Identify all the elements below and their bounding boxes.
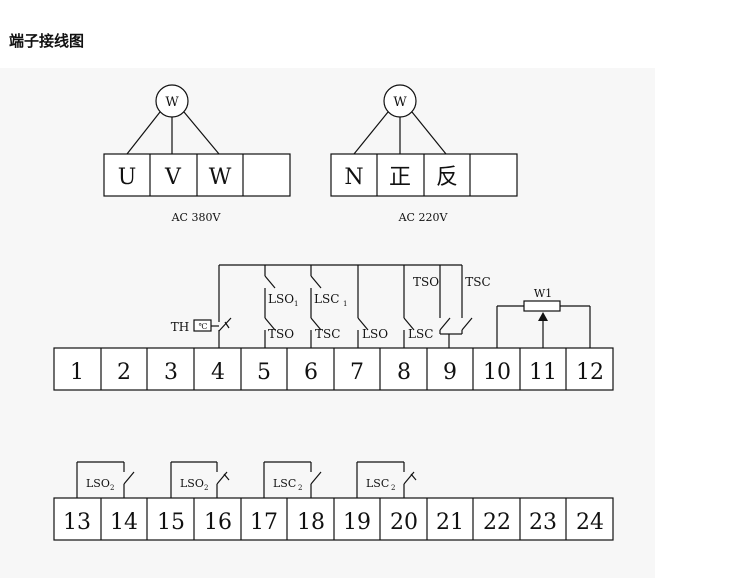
- terminal-8: 8: [397, 360, 411, 385]
- lsc1-label: LSC: [314, 292, 339, 306]
- terminal-18: 18: [297, 510, 325, 535]
- terminal-23: 23: [529, 510, 557, 535]
- aux-switch-4-sub: 2: [391, 484, 395, 492]
- terminal-22: 22: [483, 510, 511, 535]
- motor-label-3ph: W: [165, 95, 179, 110]
- terminal-forward: 正: [389, 165, 411, 190]
- lso1-sub: 1: [294, 300, 298, 308]
- upper-wiring: ℃ TH LSO 1 TSO LSC 1 TSC LSO LSC: [171, 264, 591, 348]
- terminal-4: 4: [211, 360, 225, 385]
- terminal-20: 20: [390, 510, 418, 535]
- terminal-6: 6: [304, 360, 318, 385]
- terminal-24: 24: [576, 510, 604, 535]
- tso-label-top: TSO: [413, 275, 439, 289]
- wiper-arrow: [538, 312, 548, 321]
- terminal-5: 5: [257, 360, 271, 385]
- terminal-2: 2: [117, 360, 131, 385]
- terminal-15: 15: [157, 510, 185, 535]
- potentiometer: [523, 300, 561, 312]
- wire-u: [126, 111, 161, 155]
- lso-label-7: LSO: [362, 327, 388, 341]
- terminal-1: 1: [70, 360, 84, 385]
- terminal-v: V: [164, 165, 182, 190]
- thermostat-symbol: ℃: [199, 322, 208, 331]
- terminal-11: 11: [529, 360, 557, 385]
- terminal-9: 9: [443, 360, 457, 385]
- diagram-panel: [0, 68, 655, 578]
- tsc-label-top: TSC: [465, 275, 490, 289]
- terminal-3: 3: [164, 360, 178, 385]
- terminal-strip-upper: 1 2 3 4 5 6 7 8 9 10 11 12: [53, 347, 614, 391]
- tsc-label-6: TSC: [315, 327, 340, 341]
- terminal-reverse: 反: [436, 165, 458, 190]
- aux-switch-3-sub: 2: [298, 484, 302, 492]
- terminal-w: W: [209, 165, 232, 190]
- aux-switch-2-label: LSO: [180, 477, 204, 490]
- terminal-16: 16: [204, 510, 232, 535]
- terminal-u: U: [118, 165, 137, 190]
- lower-wiring: LSO 2 LSO 2 LSC 2 LSC 2: [76, 461, 417, 498]
- terminal-13: 13: [63, 510, 91, 535]
- terminal-17: 17: [250, 510, 278, 535]
- three-phase-group: W U V W AC 380V: [103, 84, 291, 224]
- lsc-label-8: LSC: [408, 327, 433, 341]
- terminal-10: 10: [483, 360, 511, 385]
- aux-switch-4-label: LSC: [366, 477, 389, 490]
- th-label: TH: [171, 320, 189, 334]
- terminal-14: 14: [110, 510, 138, 535]
- lsc1-sub: 1: [343, 300, 347, 308]
- aux-switch-2-sub: 2: [204, 484, 208, 492]
- pot-label: W1: [534, 287, 552, 300]
- lso1-label: LSO: [268, 292, 294, 306]
- terminal-strip-lower: 13 14 15 16 17 18 19 20 21 22 23 24: [53, 497, 614, 541]
- motor-label-1ph: W: [393, 95, 407, 110]
- supply-label-3ph: AC 380V: [171, 211, 222, 224]
- page-title: 端子接线图: [9, 32, 85, 50]
- terminal-n: N: [344, 165, 363, 190]
- terminal-12: 12: [576, 360, 604, 385]
- supply-label-1ph: AC 220V: [398, 211, 449, 224]
- wire-w: [183, 111, 220, 155]
- single-phase-group: W N 正 反 AC 220V: [330, 84, 518, 224]
- terminal-7: 7: [350, 360, 364, 385]
- aux-switch-3-label: LSC: [273, 477, 296, 490]
- tso-label-5: TSO: [268, 327, 294, 341]
- terminal-21: 21: [436, 510, 464, 535]
- terminal-19: 19: [343, 510, 371, 535]
- aux-switch-1-label: LSO: [86, 477, 110, 490]
- aux-switch-1-sub: 2: [110, 484, 114, 492]
